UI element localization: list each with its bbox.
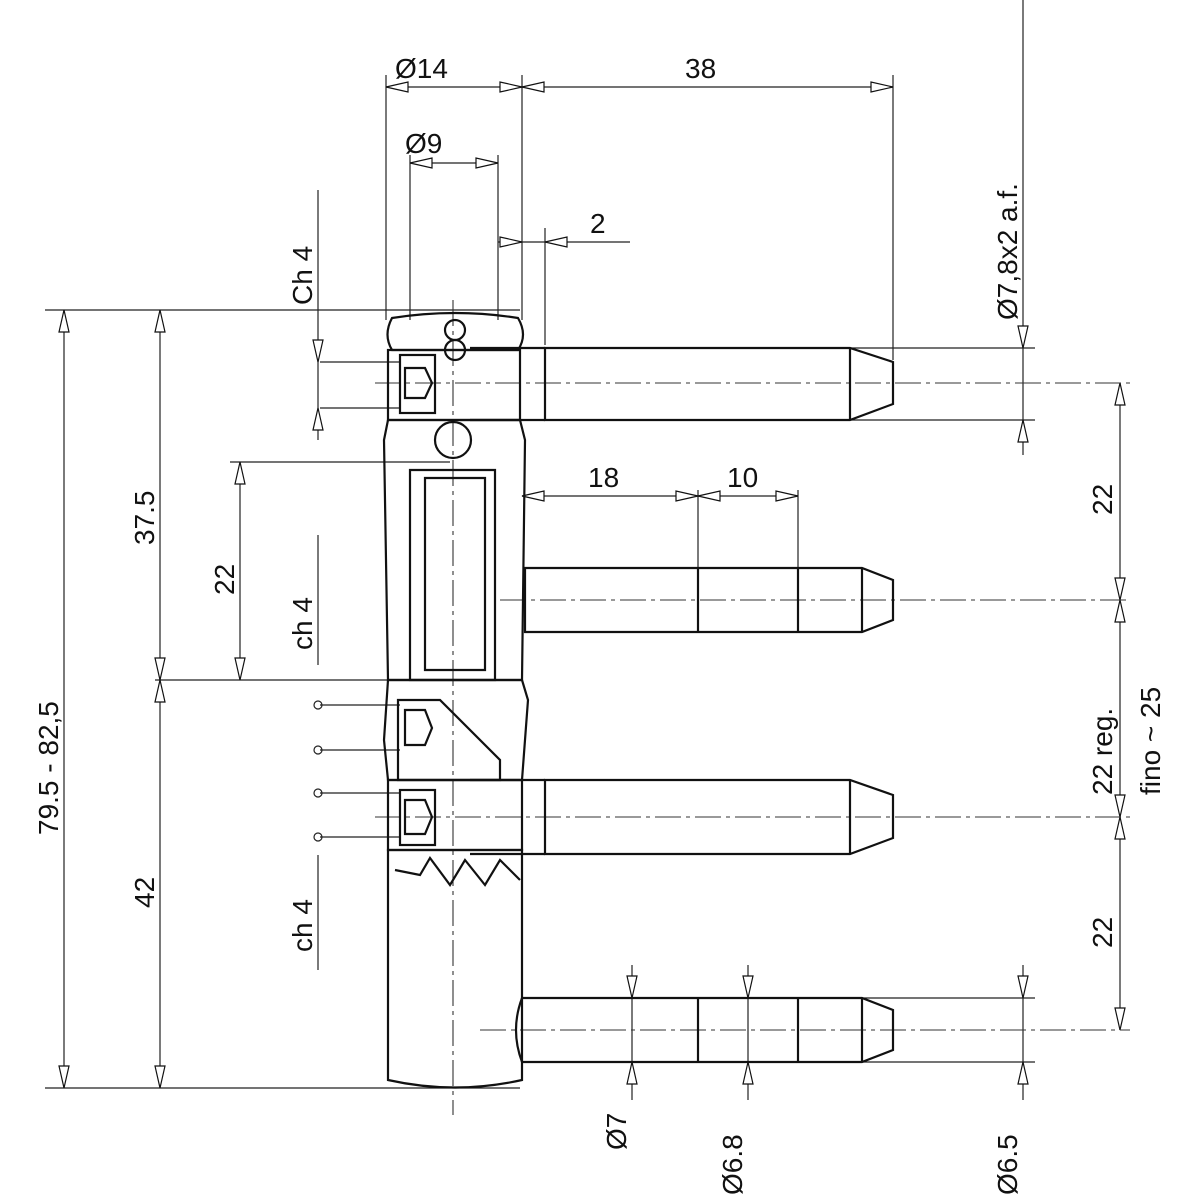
dim-d14: Ø14 [395,53,448,84]
dim-79-82: 79.5 - 82,5 [33,701,64,835]
dim-22-reg: 22 reg. [1087,708,1118,795]
dim-22-right-bottom: 22 [1087,917,1118,948]
dim-22-left: 22 [209,564,240,595]
dim-18: 18 [588,462,619,493]
dim-42: 42 [129,877,160,908]
extension-lines-horizontal [45,309,1035,1089]
dim-ch4-mid: ch 4 [287,597,318,650]
dim-2: 2 [590,208,606,239]
dimension-labels: Ø14 38 Ø9 2 18 10 Ch 4 ch 4 ch 4 Ø7,8x2 … [33,53,1166,1195]
dim-38: 38 [685,53,716,84]
dim-ch4-top: Ch 4 [287,246,318,305]
hinge-pins [470,346,895,1064]
dot-markers [313,700,323,842]
extension-lines-top [385,0,1024,455]
center-lines [375,300,1130,1115]
dim-37-5: 37.5 [129,491,160,546]
dim-d78: Ø7,8x2 a.f. [992,183,1023,320]
dim-ch4-low: ch 4 [287,899,318,952]
dim-d68: Ø6.8 [717,1134,748,1195]
hinge-body [382,311,530,1089]
dim-d7: Ø7 [601,1113,632,1150]
dim-d9: Ø9 [405,128,442,159]
dim-22-right-top: 22 [1087,484,1118,515]
dim-fino-25: fino ~ 25 [1135,687,1166,795]
dim-10: 10 [727,462,758,493]
dim-d65: Ø6.5 [992,1134,1023,1195]
dimension-lines [58,81,1126,1100]
